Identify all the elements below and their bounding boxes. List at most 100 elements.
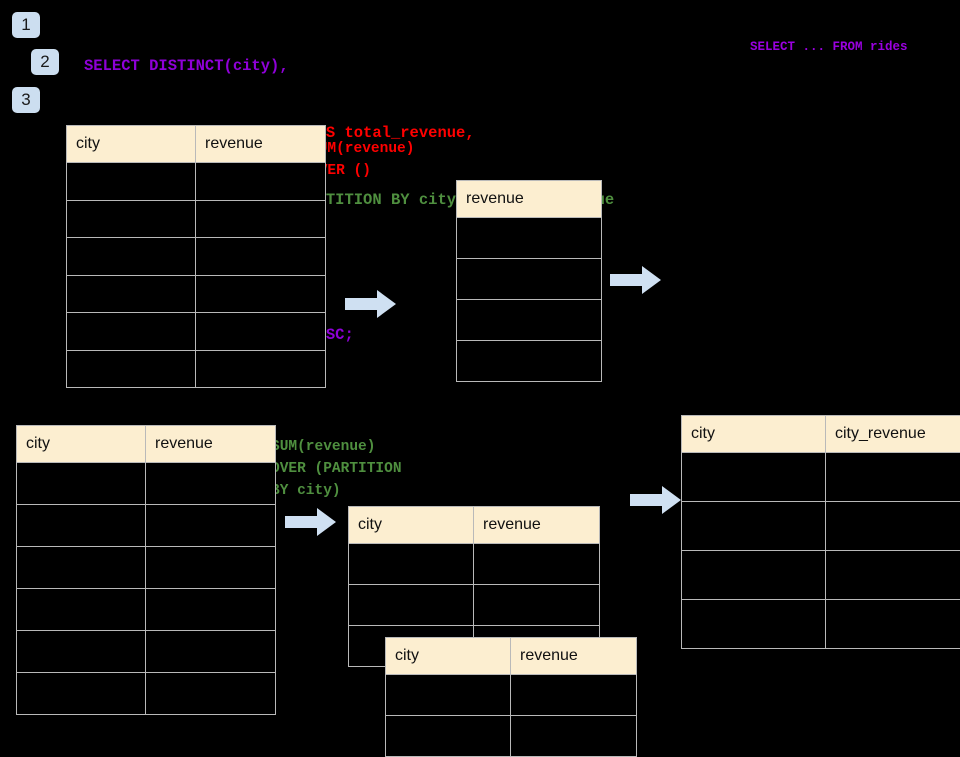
table-cell [67,200,196,238]
table-row [67,238,326,276]
table-row [386,716,637,757]
step-badge-1: 1 [12,12,40,38]
table-row [67,200,326,238]
table-cell [457,218,602,259]
table-cell [349,544,474,585]
table-partition-group-b: city revenue [385,637,637,757]
table-cell [196,200,326,238]
column-header-city: city [67,126,196,163]
table-cell [682,502,826,551]
table-cell [196,350,326,388]
table-row [682,551,960,600]
table-cell [826,551,960,600]
table-cell [17,505,146,547]
table-row [386,675,637,716]
column-header-revenue: revenue [474,507,600,544]
column-header-city: city [349,507,474,544]
column-header-city-revenue: city_revenue [826,416,960,453]
table-row [457,259,602,300]
table-cell [146,463,276,505]
arrow-right-icon-total-to-result [610,264,662,296]
table-cell [196,163,326,201]
table-row [17,547,276,589]
table-cell [196,275,326,313]
table-cell [146,631,276,673]
table-cell [474,585,600,626]
column-header-city: city [17,426,146,463]
annotation-over-partition: SUM(revenue) OVER (PARTITION BY city) [271,436,402,502]
column-header-city: city [386,638,511,675]
table-cell [146,547,276,589]
table-cell [457,259,602,300]
table-row [17,463,276,505]
table-rides-source-top: city revenue [66,125,326,388]
table-total-revenue: revenue [456,180,602,382]
table-row [17,673,276,715]
arrow-right-icon-rides-to-total [345,288,397,320]
table-cell [67,350,196,388]
table-row [17,631,276,673]
table-cell [682,453,826,502]
table-cell [457,300,602,341]
column-header-city: city [682,416,826,453]
step-badge-2: 2 [31,49,59,75]
table-header-row: city city_revenue [682,416,960,453]
table-cell [17,547,146,589]
table-cell [196,313,326,351]
column-header-revenue: revenue [196,126,326,163]
table-row [67,350,326,388]
table-cell [826,453,960,502]
table-row [682,453,960,502]
column-header-revenue: revenue [511,638,637,675]
table-cell [146,673,276,715]
table-cell [196,238,326,276]
column-header-revenue: revenue [146,426,276,463]
table-cell [826,502,960,551]
table-row [457,341,602,382]
table-cell [67,238,196,276]
table-cell [17,463,146,505]
side-note-select-from: SELECT ... FROM rides [750,38,920,57]
table-row [67,313,326,351]
table-header-row: city revenue [67,126,326,163]
table-cell [474,544,600,585]
table-cell [17,673,146,715]
table-cell [146,505,276,547]
table-cell [457,341,602,382]
table-row [457,300,602,341]
arrow-right-icon-partition-to-result [630,484,682,516]
table-cell [386,675,511,716]
table-cell [67,163,196,201]
table-row [349,585,600,626]
table-cell [17,631,146,673]
table-cell [349,585,474,626]
table-row [457,218,602,259]
table-cell [146,589,276,631]
table-header-row: revenue [457,181,602,218]
table-cell [67,275,196,313]
table-cell [511,675,637,716]
table-cell [511,716,637,757]
table-row [17,589,276,631]
arrow-right-icon-rides-to-partition [285,506,337,538]
table-row [67,163,326,201]
table-rides-source-bottom: city revenue [16,425,276,715]
table-header-row: city revenue [17,426,276,463]
column-header-revenue: revenue [457,181,602,218]
step-badge-3: 3 [12,87,40,113]
table-header-row: city revenue [386,638,637,675]
table-cell [67,313,196,351]
table-row [17,505,276,547]
table-header-row: city revenue [349,507,600,544]
table-cell [682,600,826,649]
table-cell [17,589,146,631]
table-cell [682,551,826,600]
table-row [682,600,960,649]
table-final-result: city city_revenue [681,415,960,649]
table-cell [826,600,960,649]
sql-line-select: SELECT DISTINCT(city), [84,55,614,77]
table-row [682,502,960,551]
table-row [67,275,326,313]
table-cell [386,716,511,757]
table-row [349,544,600,585]
